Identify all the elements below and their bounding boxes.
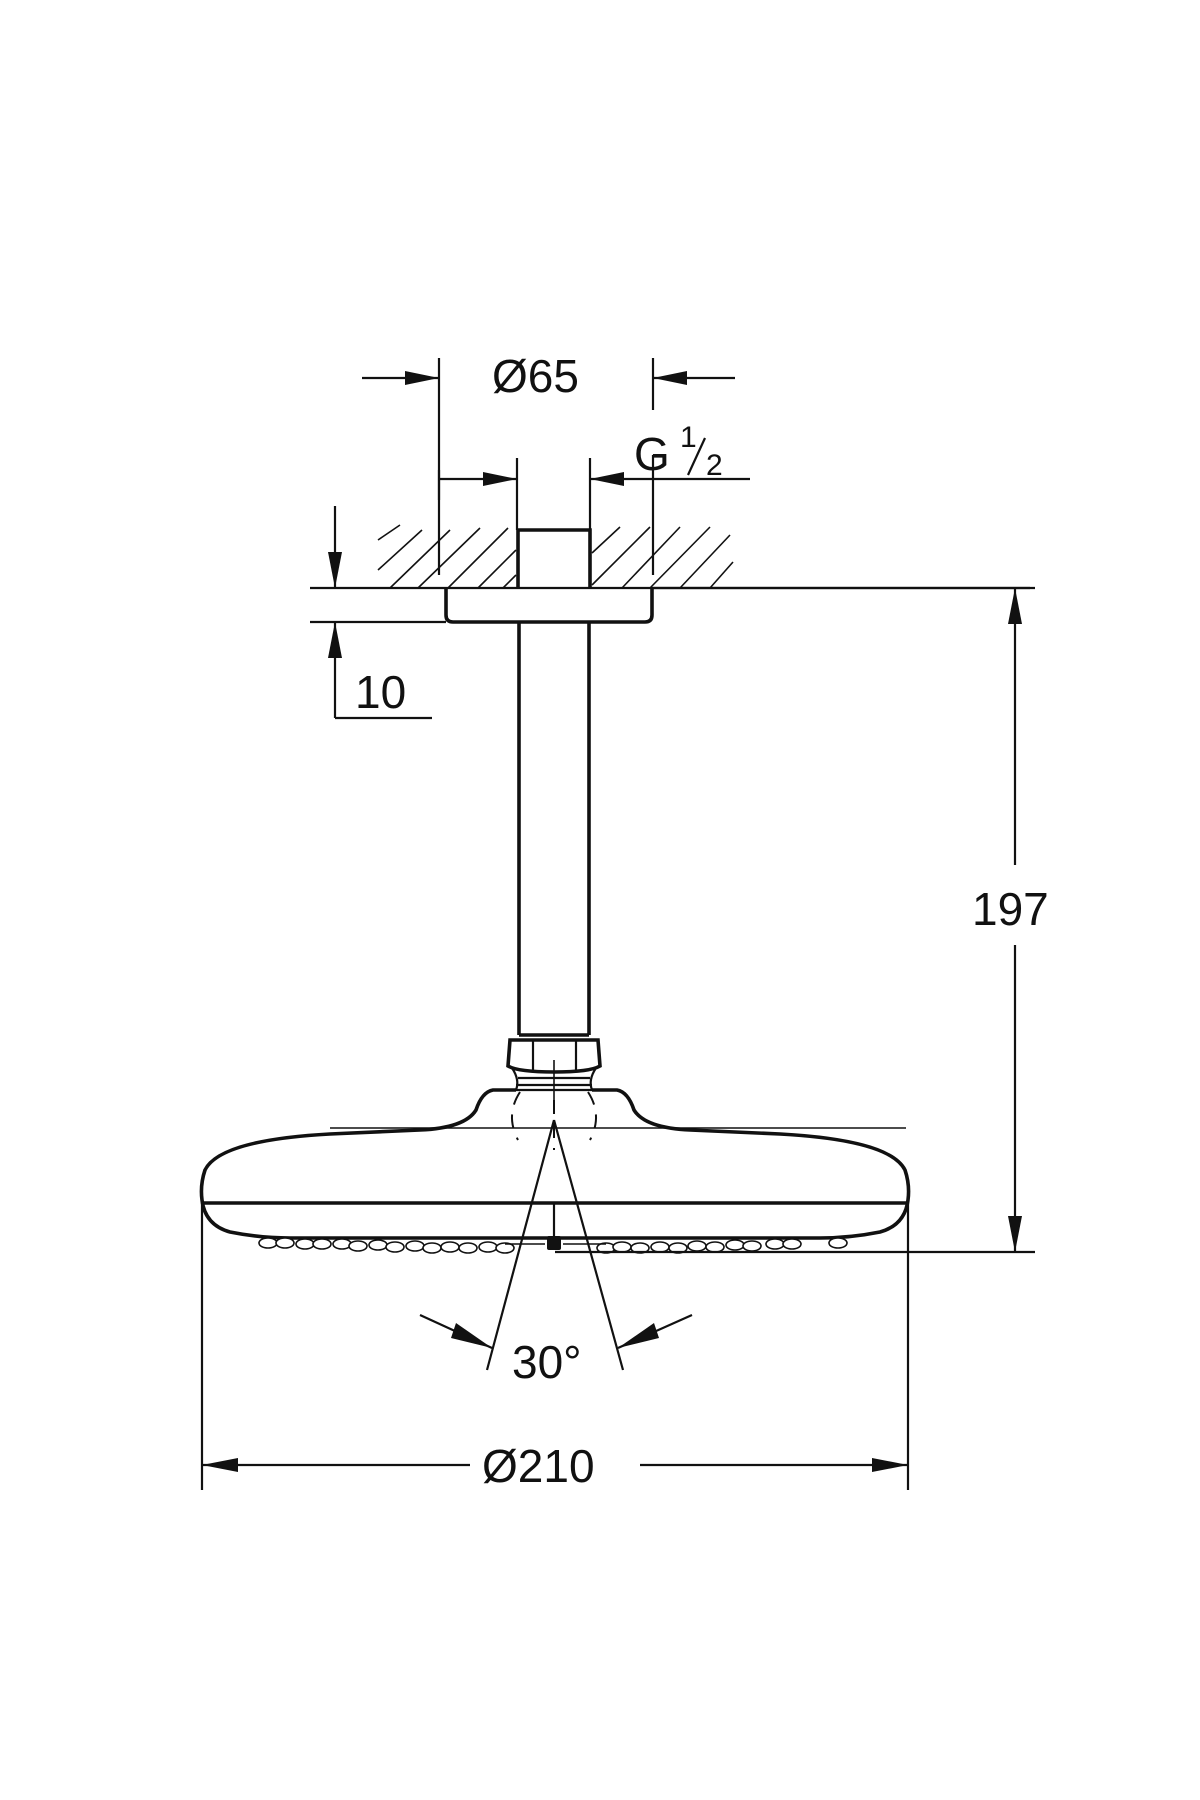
flange-thickness-dimension: 10 [310, 506, 446, 720]
ceiling-section [310, 524, 1030, 590]
ball-joint-nut [506, 1033, 602, 1110]
flange-diameter-dimension: Ø65 [362, 350, 735, 575]
head-diameter-dimension: Ø210 [200, 1200, 910, 1492]
spray-angle-dimension: 30° [419, 1119, 693, 1388]
flange-thickness-label: 10 [355, 666, 406, 718]
spray-angle-label: 30° [512, 1336, 582, 1388]
thread-fraction-denominator: 2 [706, 449, 723, 482]
ceiling-arm [517, 622, 591, 1035]
head-diameter-label: Ø210 [482, 1440, 595, 1492]
overall-height-dimension: 197 [555, 586, 1049, 1254]
overall-height-label: 197 [972, 883, 1049, 935]
shower-head [199, 1088, 911, 1250]
thread-label: G [634, 428, 670, 480]
thread-fraction-numerator: 1 [680, 421, 697, 454]
flange-diameter-label: Ø65 [492, 350, 579, 402]
spray-nozzles [258, 1237, 848, 1254]
ceiling-flange [444, 588, 654, 624]
thread-size-dimension: G 1 2 [437, 421, 750, 575]
